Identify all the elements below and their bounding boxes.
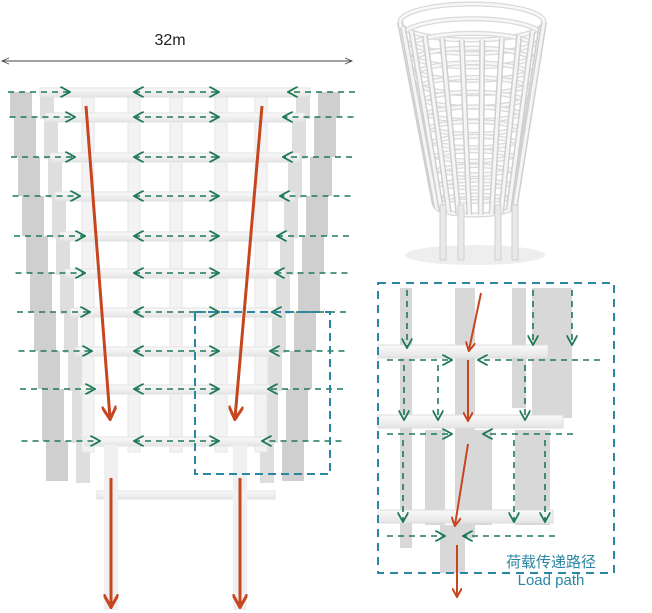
side-column-block bbox=[48, 159, 62, 198]
detail-beam bbox=[377, 344, 549, 359]
side-column-block bbox=[52, 198, 66, 238]
basket-rib bbox=[513, 21, 546, 206]
side-column-block bbox=[60, 275, 74, 314]
basket-rib bbox=[490, 38, 504, 215]
detail-view bbox=[377, 282, 615, 574]
side-column-block bbox=[268, 353, 282, 391]
side-column-block bbox=[68, 353, 82, 391]
arrows-layer bbox=[8, 92, 600, 606]
basket-rib bbox=[460, 39, 471, 215]
side-column-block bbox=[310, 157, 332, 196]
basket-leg bbox=[494, 204, 502, 261]
legend-title-cn: 荷载传递路径 bbox=[506, 554, 596, 571]
side-column-block bbox=[56, 238, 70, 275]
basket-rib bbox=[423, 35, 451, 213]
basket-leg bbox=[511, 204, 519, 261]
basket-rib bbox=[401, 26, 439, 209]
detail-column bbox=[425, 430, 445, 525]
side-column-block bbox=[286, 389, 308, 441]
detail-beam bbox=[377, 509, 554, 524]
basket-leg bbox=[457, 204, 465, 261]
shadow bbox=[405, 245, 545, 265]
side-column-block bbox=[46, 441, 68, 481]
horizontal-beam bbox=[54, 191, 296, 202]
side-column-block bbox=[18, 157, 40, 196]
side-column-block bbox=[38, 351, 60, 389]
basket-rib bbox=[479, 39, 484, 215]
side-column-block bbox=[318, 92, 340, 117]
horizontal-beam bbox=[44, 112, 306, 123]
side-column-block bbox=[314, 117, 336, 157]
detail-column bbox=[515, 430, 550, 525]
side-column-block bbox=[272, 314, 286, 353]
side-column-block bbox=[294, 312, 316, 351]
side-column-block bbox=[14, 117, 36, 157]
detail-column bbox=[440, 525, 465, 573]
horizontal-beam bbox=[39, 87, 311, 98]
side-column-block bbox=[282, 441, 304, 481]
side-column-block bbox=[298, 273, 320, 312]
side-column-block bbox=[276, 275, 290, 314]
vertical-load-arrow bbox=[84, 105, 110, 418]
ground-beam bbox=[96, 490, 276, 500]
side-column-block bbox=[44, 119, 58, 159]
basket-rib bbox=[507, 31, 535, 211]
basket-leg bbox=[439, 204, 447, 261]
detail-column bbox=[470, 430, 492, 525]
side-column-block bbox=[302, 236, 324, 273]
horizontal-beam bbox=[84, 436, 266, 447]
side-column-block bbox=[290, 351, 312, 389]
detail-beam bbox=[377, 414, 564, 429]
side-column-block bbox=[288, 159, 302, 198]
side-column-block bbox=[292, 119, 306, 159]
detail-highlight-box bbox=[377, 282, 615, 574]
side-column-block bbox=[30, 273, 52, 312]
side-column-block bbox=[284, 198, 298, 238]
side-column-block bbox=[280, 238, 294, 275]
side-column-block bbox=[64, 314, 78, 353]
basket-rib bbox=[499, 35, 521, 213]
vertical-load-arrow bbox=[235, 105, 264, 418]
side-column-block bbox=[26, 236, 48, 273]
horizontal-beam bbox=[49, 152, 301, 163]
detail-load-arrow bbox=[455, 443, 469, 525]
elevation-view bbox=[10, 87, 340, 610]
side-column-block bbox=[34, 312, 56, 351]
legend-title-en: Load path bbox=[518, 572, 585, 589]
dimension-label: 32m bbox=[154, 32, 185, 49]
basket-3d-render bbox=[397, 1, 547, 265]
basket-rib bbox=[409, 31, 443, 211]
side-column-block bbox=[42, 389, 64, 441]
detail-highlight-box bbox=[194, 311, 331, 475]
side-column-block bbox=[10, 92, 32, 117]
basket-rib bbox=[440, 38, 460, 215]
side-column-block bbox=[22, 196, 44, 236]
side-column-block bbox=[306, 196, 328, 236]
detail-load-arrow bbox=[469, 292, 482, 350]
side-column-block bbox=[76, 443, 90, 483]
